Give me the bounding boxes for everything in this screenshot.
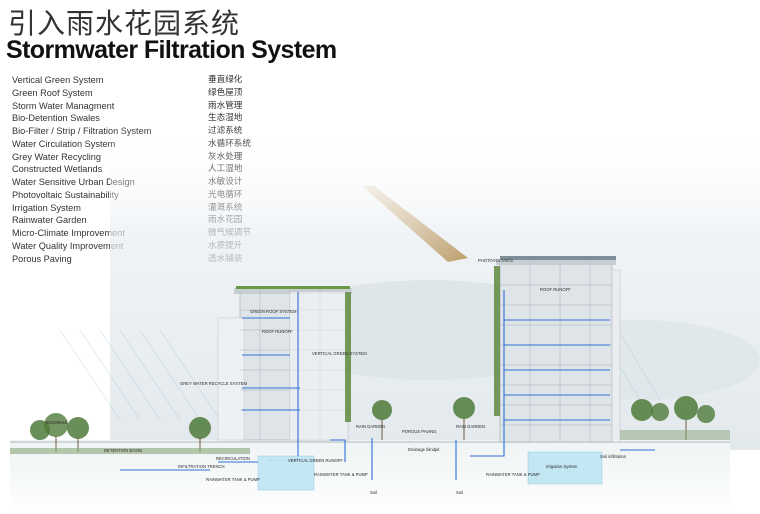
left-building bbox=[217, 286, 352, 441]
legend-item-english: Irrigation System bbox=[12, 202, 81, 213]
legend-item-english: Water Sensitive Urban Design bbox=[12, 177, 135, 187]
planting-strip bbox=[10, 448, 250, 454]
legend-item-chinese: 雨水管理 bbox=[208, 100, 243, 111]
sun-beam bbox=[362, 186, 468, 262]
label-rainwater-tank-right: RAINWATER TANK & PUMP bbox=[486, 472, 540, 477]
legend-item-english: Photovoltaic Sustainability bbox=[12, 189, 119, 200]
legend-item-english: Vertical Green System bbox=[12, 75, 104, 85]
legend-item-english: Micro-Climate Improvement bbox=[12, 228, 125, 238]
label-photovoltaics: PHOTOVOLTAICS bbox=[478, 258, 513, 263]
legend-item-english: Water Circulation System bbox=[12, 138, 116, 149]
label-detention-basin: DETENTION BASIN bbox=[104, 448, 142, 453]
legend-item: Vertical Green System 垂直绿化 bbox=[12, 74, 272, 87]
label-roof-runoff-right: ROOF RUNOFF bbox=[540, 287, 571, 292]
title-english: Stormwater Filtration System bbox=[6, 36, 337, 64]
legend-item-english: Constructed Wetlands bbox=[12, 164, 103, 175]
legend-item-english: Bio-Filter / Strip / Filtration System bbox=[12, 126, 152, 136]
label-soil-left: Soil bbox=[370, 490, 377, 495]
label-green-roof-system: GREEN ROOF SYSTEM bbox=[250, 309, 297, 314]
trees bbox=[30, 396, 715, 440]
rainwater-tank-left bbox=[257, 455, 315, 491]
rainwater-tank-right bbox=[527, 451, 603, 485]
photovoltaic-panels bbox=[500, 256, 616, 260]
right-building bbox=[494, 256, 621, 443]
legend-item-english: Water Quality Improvement bbox=[12, 240, 124, 251]
legend-item-chinese: 垂直绿化 bbox=[208, 75, 243, 85]
title-chinese: 引入雨水花园系统 bbox=[8, 7, 241, 40]
label-roof-runoff-left: ROOF RUNOFF bbox=[262, 329, 293, 334]
legend-item-english: Green Roof System bbox=[12, 87, 93, 98]
label-soil-mid: Soil bbox=[456, 490, 463, 495]
vertical-green-right bbox=[494, 266, 500, 416]
label-bioswale: BIOSWALE bbox=[46, 420, 68, 425]
legend-item: Storm Water Managment 雨水管理 bbox=[12, 100, 272, 113]
label-rainwater-tank-mid: RAINWATER TANK & PUMP bbox=[314, 472, 368, 477]
legend-item: Green Roof System 绿色屋顶 bbox=[12, 87, 272, 100]
legend-item-english: Grey Water Recycling bbox=[12, 151, 102, 162]
label-rain-garden-right: RAIN GARDEN bbox=[456, 424, 485, 429]
label-vertical-green-system: VERTICAL GREEN SYSTEM bbox=[312, 351, 367, 356]
diagram-labels: PHOTOVOLTAICS ROOF RUNOFF GREEN ROOF SYS… bbox=[46, 258, 627, 495]
legend-item-chinese: 生态湿地 bbox=[208, 113, 243, 124]
label-irrigation-system: Irrigation System bbox=[546, 464, 578, 469]
legend-item-english: Rainwater Garden bbox=[12, 215, 87, 226]
green-roof-left bbox=[236, 286, 350, 289]
label-grey-water-recycle: GREY WATER RECYCLE SYSTEM bbox=[180, 381, 247, 386]
label-recirculation: RECIRCULATION bbox=[216, 456, 250, 461]
label-porous-paving: POROUS PAVING bbox=[402, 429, 437, 434]
vertical-green-left bbox=[345, 292, 351, 422]
label-drainage-blindpit: Drainage blindpit bbox=[408, 447, 440, 452]
label-rain-garden-left: RAIN GARDEN bbox=[356, 424, 385, 429]
label-soil-infiltration: Soil infiltration bbox=[600, 454, 627, 459]
planting-strip-right bbox=[620, 430, 730, 440]
legend-item: Bio-Detention Swales 生态湿地 bbox=[12, 112, 272, 125]
label-vertical-green-runoff: VERTICAL GREEN RUNOFF bbox=[288, 458, 343, 463]
legend-item-chinese: 绿色屋顶 bbox=[208, 87, 243, 98]
legend-item-english: Bio-Detention Swales bbox=[12, 113, 100, 124]
label-infiltration-trench: INFILTRATION TRENCH bbox=[178, 464, 225, 469]
label-rainwater-tank-left: RAINWATER TANK & PUMP bbox=[206, 477, 260, 482]
legend-item-english: Storm Water Managment bbox=[12, 100, 115, 111]
legend-item-english: Porous Paving bbox=[12, 253, 72, 264]
